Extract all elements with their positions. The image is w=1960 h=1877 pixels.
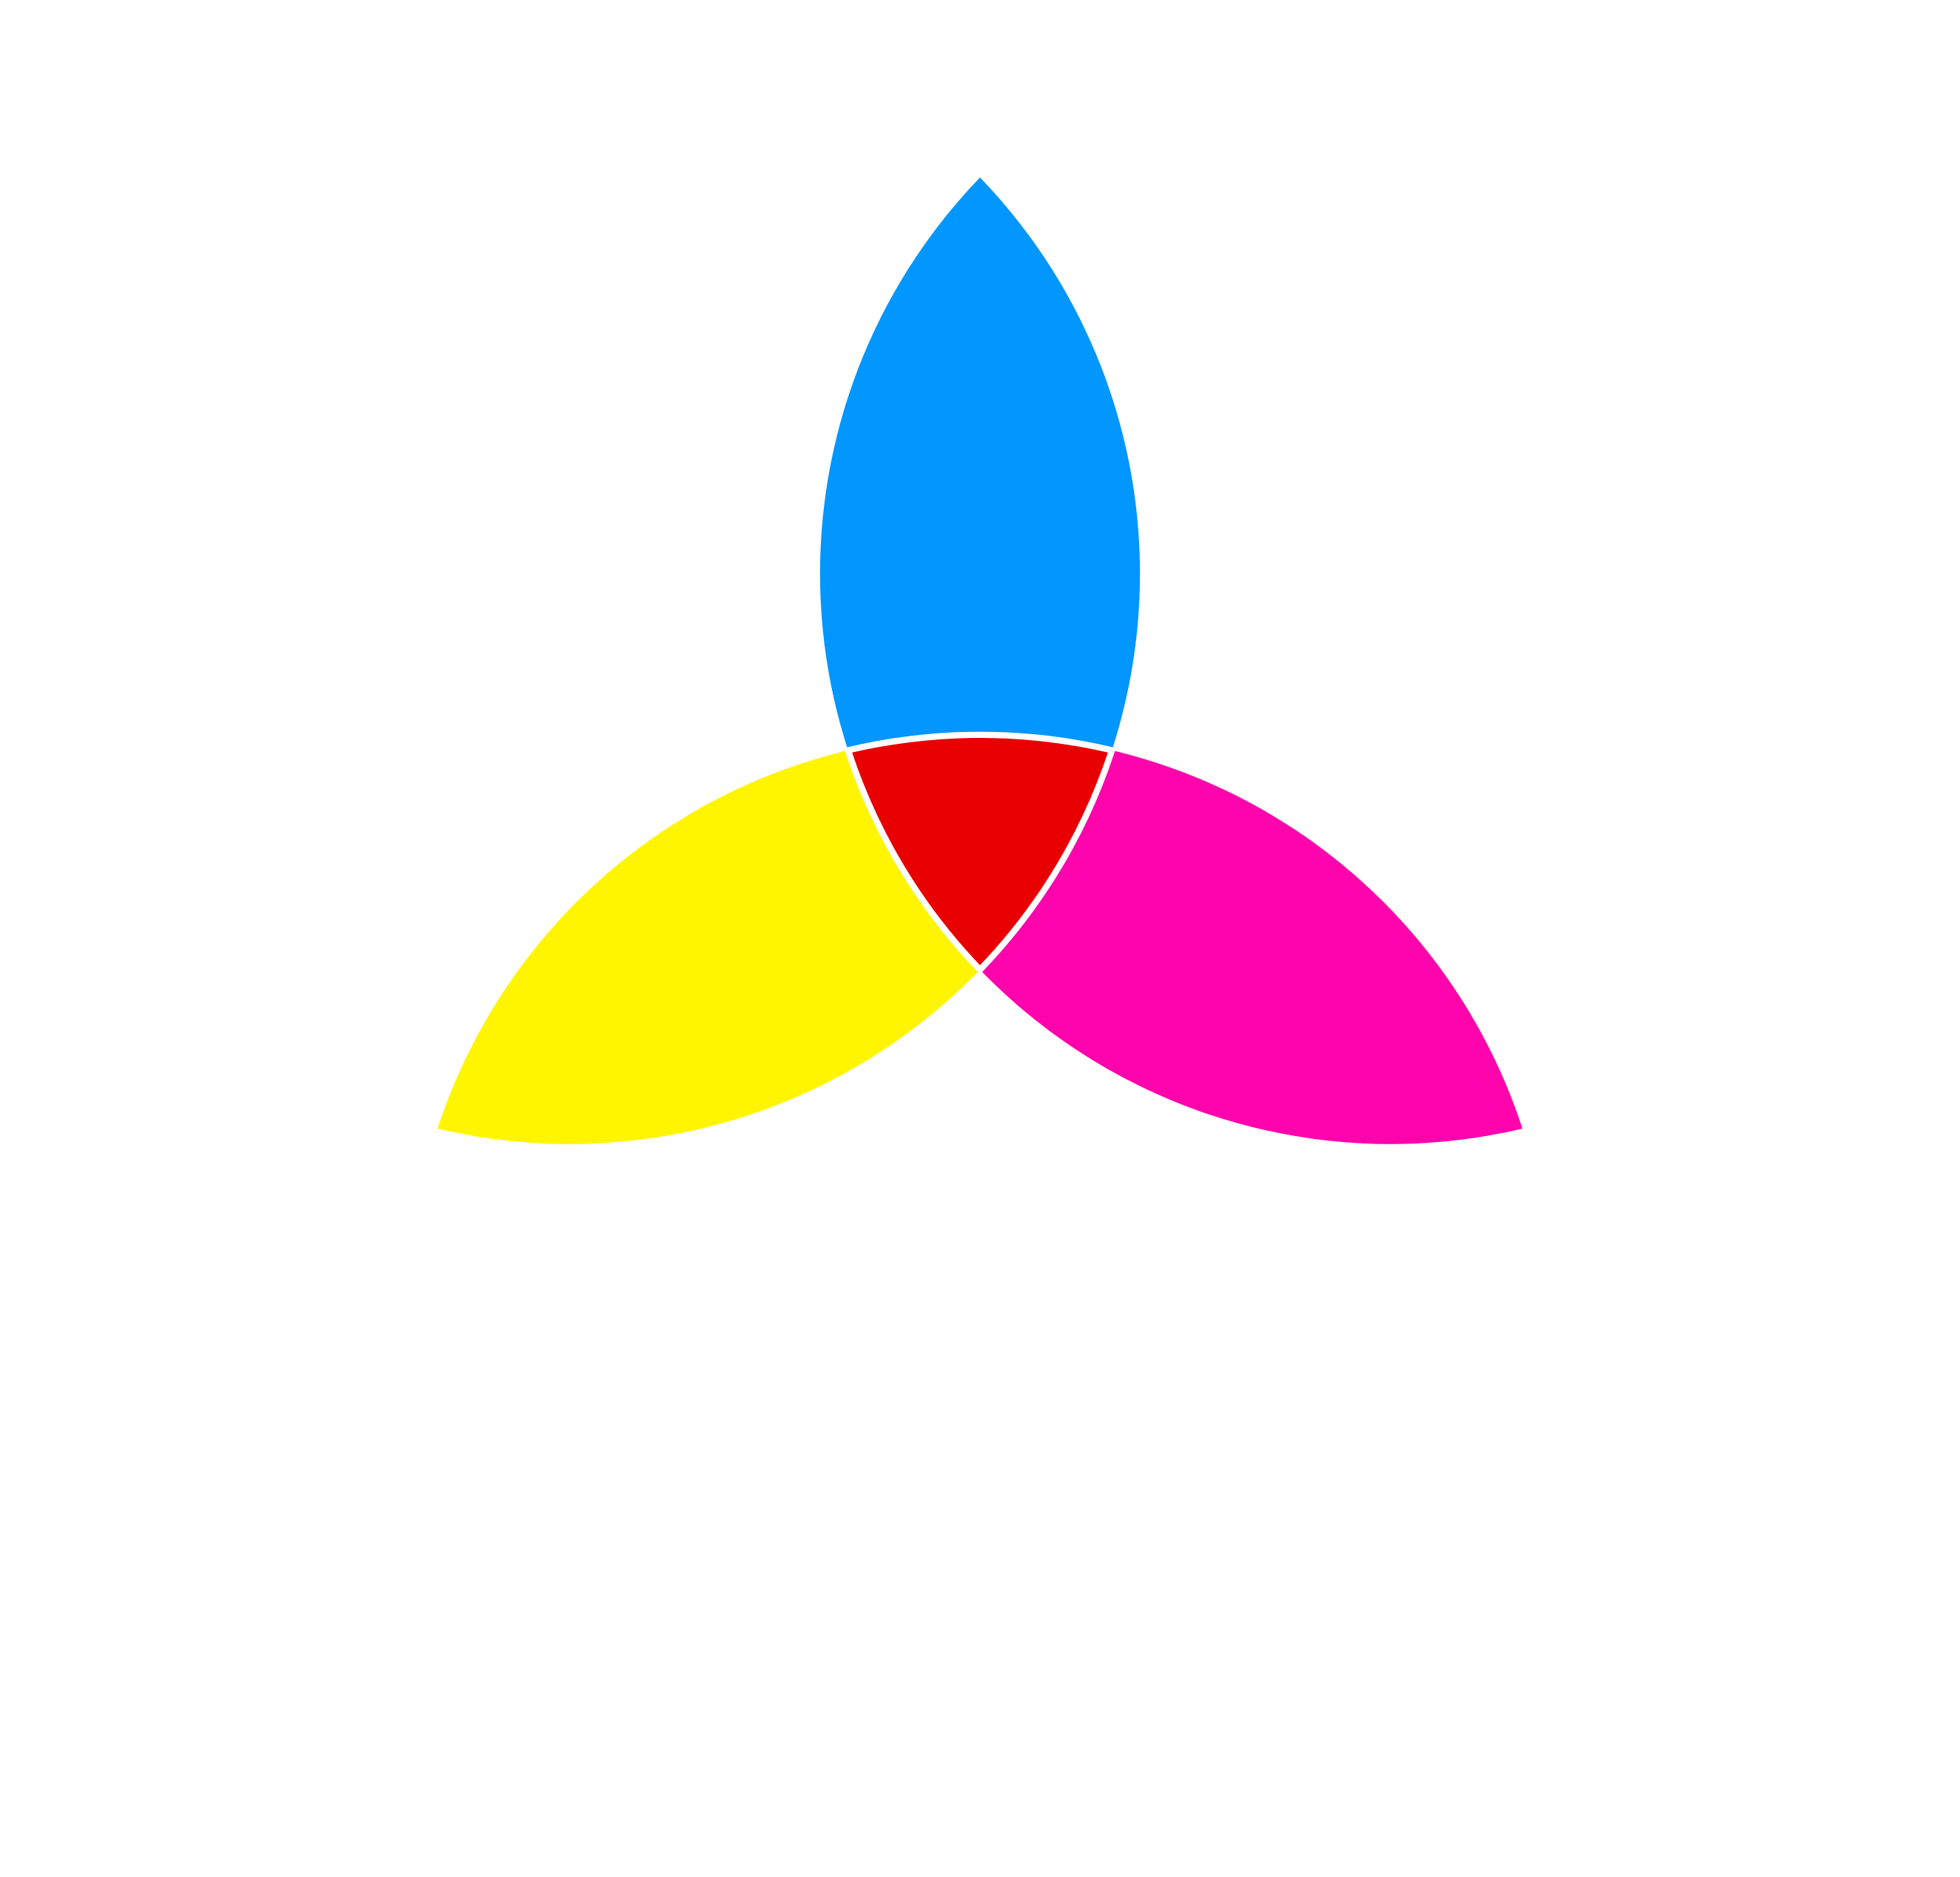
right-lens-region — [819, 734, 1551, 1144]
left-lens-region — [409, 734, 1141, 1144]
separator-arc-top — [819, 731, 1141, 1144]
